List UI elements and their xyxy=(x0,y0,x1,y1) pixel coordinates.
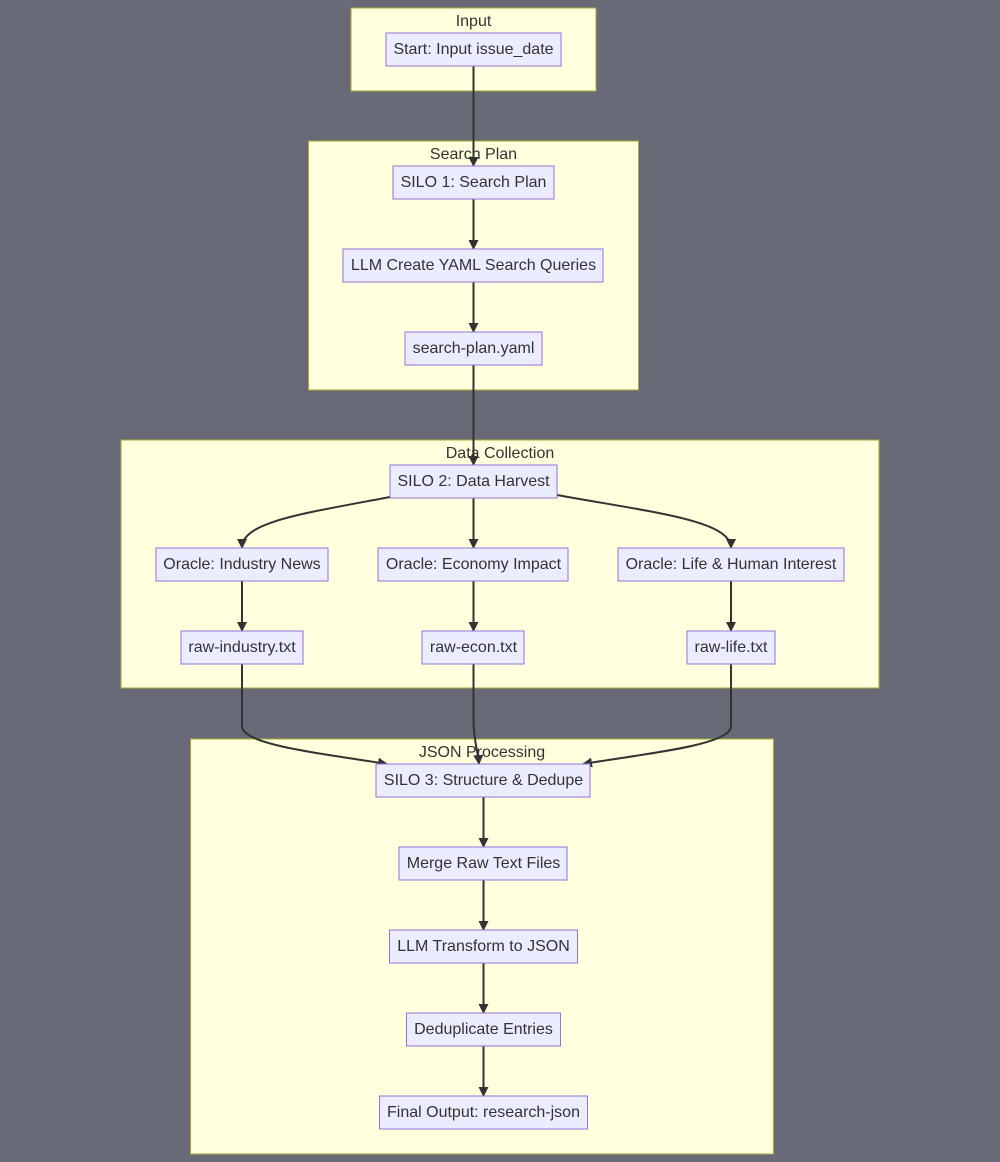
node-raw-econ-label: raw-econ.txt xyxy=(430,639,518,656)
node-oracle-econ-box[interactable] xyxy=(377,547,569,582)
node-oracle-industry-box[interactable] xyxy=(155,547,329,582)
node-final-box[interactable] xyxy=(379,1095,588,1130)
cluster-input-label: Input xyxy=(456,13,492,30)
node-dedupe-label: Deduplicate Entries xyxy=(414,1021,553,1038)
node-raw-life-box[interactable] xyxy=(686,630,776,665)
edges xyxy=(237,66,736,1097)
cluster-json-processing-label: JSON Processing xyxy=(419,744,545,761)
edge-silo2-to-oracle-industry xyxy=(237,496,391,549)
node-oracle-industry[interactable]: Oracle: Industry News xyxy=(155,547,329,582)
node-raw-life[interactable]: raw-life.txt xyxy=(686,630,776,665)
node-dedupe[interactable]: Deduplicate Entries xyxy=(406,1012,561,1047)
node-raw-industry-label: raw-industry.txt xyxy=(188,639,296,656)
node-silo1[interactable]: SILO 1: Search Plan xyxy=(392,165,555,200)
node-plan-yaml-box[interactable] xyxy=(404,331,543,366)
edge-raw-life-to-silo3 xyxy=(582,664,732,768)
node-llm-yaml-label: LLM Create YAML Search Queries xyxy=(351,257,596,274)
node-silo3-label: SILO 3: Structure & Dedupe xyxy=(384,772,583,789)
node-start-label: Start: Input issue_date xyxy=(393,41,553,58)
node-dedupe-box[interactable] xyxy=(406,1012,561,1047)
node-oracle-econ-label: Oracle: Economy Impact xyxy=(386,556,562,573)
edge-raw-industry-to-silo3 xyxy=(241,664,388,768)
node-raw-life-label: raw-life.txt xyxy=(695,639,768,656)
node-silo2-box[interactable] xyxy=(389,464,558,499)
node-oracle-life-label: Oracle: Life & Human Interest xyxy=(626,556,837,573)
node-silo1-box[interactable] xyxy=(392,165,555,200)
node-plan-yaml-label: search-plan.yaml xyxy=(413,340,535,357)
node-start-box[interactable] xyxy=(385,32,562,67)
node-start[interactable]: Start: Input issue_date xyxy=(385,32,562,67)
node-llm-json[interactable]: LLM Transform to JSON xyxy=(389,929,578,964)
node-oracle-life[interactable]: Oracle: Life & Human Interest xyxy=(617,547,845,582)
node-silo3[interactable]: SILO 3: Structure & Dedupe xyxy=(375,763,591,798)
node-silo2[interactable]: SILO 2: Data Harvest xyxy=(389,464,558,499)
node-llm-yaml-box[interactable] xyxy=(342,248,604,283)
node-raw-industry[interactable]: raw-industry.txt xyxy=(180,630,304,665)
node-llm-json-label: LLM Transform to JSON xyxy=(397,938,570,955)
cluster-data-collection-label: Data Collection xyxy=(446,445,555,462)
edge-raw-econ-to-silo3 xyxy=(472,664,484,765)
node-final-label: Final Output: research-json xyxy=(387,1104,580,1121)
node-merge-box[interactable] xyxy=(398,846,568,881)
node-merge[interactable]: Merge Raw Text Files xyxy=(398,846,568,881)
node-plan-yaml[interactable]: search-plan.yaml xyxy=(404,331,543,366)
node-oracle-industry-label: Oracle: Industry News xyxy=(163,556,320,573)
node-silo3-box[interactable] xyxy=(375,763,591,798)
node-llm-json-box[interactable] xyxy=(389,929,578,964)
node-raw-econ-box[interactable] xyxy=(421,630,525,665)
node-final[interactable]: Final Output: research-json xyxy=(379,1095,588,1130)
node-raw-industry-box[interactable] xyxy=(180,630,304,665)
node-oracle-econ[interactable]: Oracle: Economy Impact xyxy=(377,547,569,582)
node-oracle-life-box[interactable] xyxy=(617,547,845,582)
node-merge-label: Merge Raw Text Files xyxy=(407,855,561,872)
edge-silo2-to-oracle-life xyxy=(556,494,736,549)
node-silo1-label: SILO 1: Search Plan xyxy=(401,174,547,191)
node-raw-econ[interactable]: raw-econ.txt xyxy=(421,630,525,665)
node-llm-yaml[interactable]: LLM Create YAML Search Queries xyxy=(342,248,604,283)
node-silo2-label: SILO 2: Data Harvest xyxy=(397,473,550,490)
